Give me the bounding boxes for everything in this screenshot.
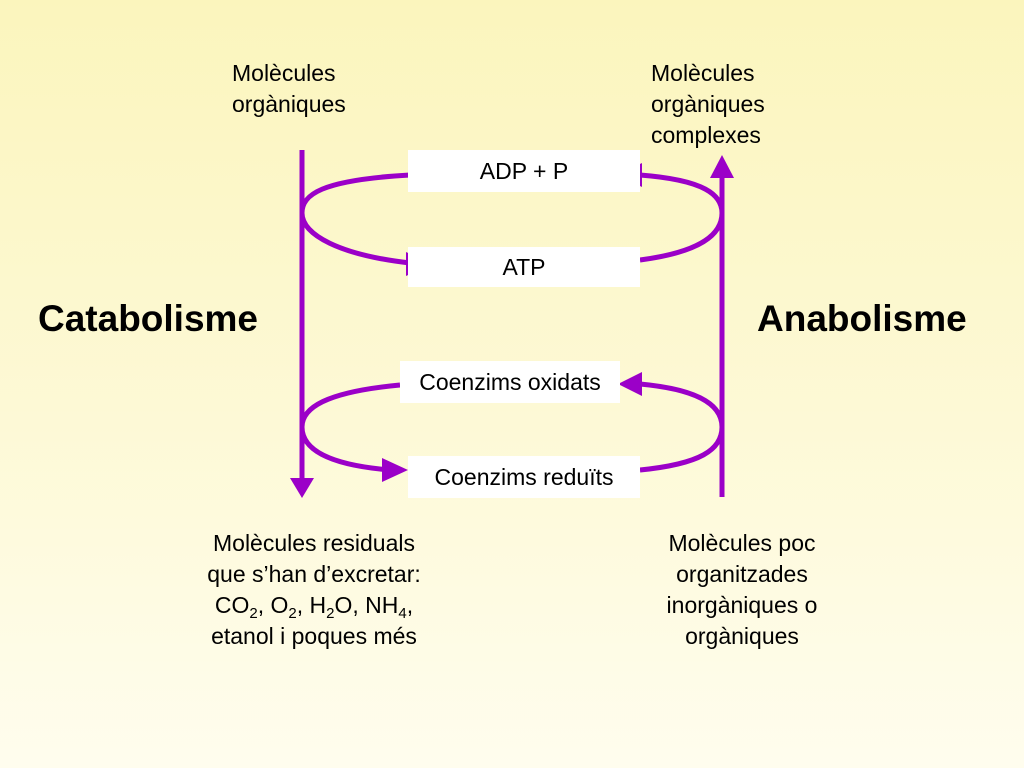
adp-box-label: ADP + P [479,157,569,184]
anabolism-bottom-label: Molècules poc organitzades inorgàniques … [612,528,872,652]
coenzyme-right-curve [639,381,725,473]
coenzyme-reduced-label: Coenzims reduïts [434,463,614,490]
catabolism-title: Catabolisme [38,298,259,339]
adp-box: ADP + P [408,150,640,192]
adp-left-curve [299,172,411,266]
coenzyme-left-curve [299,382,401,473]
catabolism-top-line1: Molècules [232,60,336,86]
catabolism-bottom-line1: Molècules residuals [213,530,415,556]
catabolism-bottom-line2: que s’han d’excretar: [207,561,421,587]
anabolism-bottom-line4: orgàniques [685,623,799,649]
anabolism-top-line1: Molècules [651,60,755,86]
coenzyme-reduced-box: Coenzims reduïts [408,456,640,498]
coenzyme-oxidized-label: Coenzims oxidats [419,368,601,395]
anabolism-bottom-line3: inorgàniques o [666,592,818,618]
catabolism-bottom-label: Molècules residuals que s’han d’excretar… [164,528,464,652]
coenzyme-oxidized-arrowhead [618,372,642,396]
atp-box-label: ATP [502,253,546,280]
anabolism-top-line3: complexes [651,122,761,148]
catabolism-bottom-line4: etanol i poques més [211,623,417,649]
anabolism-title: Anabolisme [757,298,967,339]
coenzyme-reduced-arrowhead [382,458,408,482]
anabolism-top-line2: orgàniques [651,91,765,117]
catabolism-top-line2: orgàniques [232,91,346,117]
atp-box: ATP [408,247,640,287]
anabolism-top-label: Molècules orgàniques complexes [651,58,765,151]
catabolism-arrowhead [290,478,314,498]
catabolism-top-label: Molècules orgàniques [232,58,346,120]
catabolism-bottom-line3: CO2, O2, H2O, NH4, [214,592,414,622]
anabolism-arrowhead [710,155,734,178]
adp-right-curve [639,172,725,263]
anabolism-bottom-line1: Molècules poc [668,530,816,556]
anabolism-bottom-line2: organitzades [676,561,808,587]
coenzyme-oxidized-box: Coenzims oxidats [400,361,620,403]
